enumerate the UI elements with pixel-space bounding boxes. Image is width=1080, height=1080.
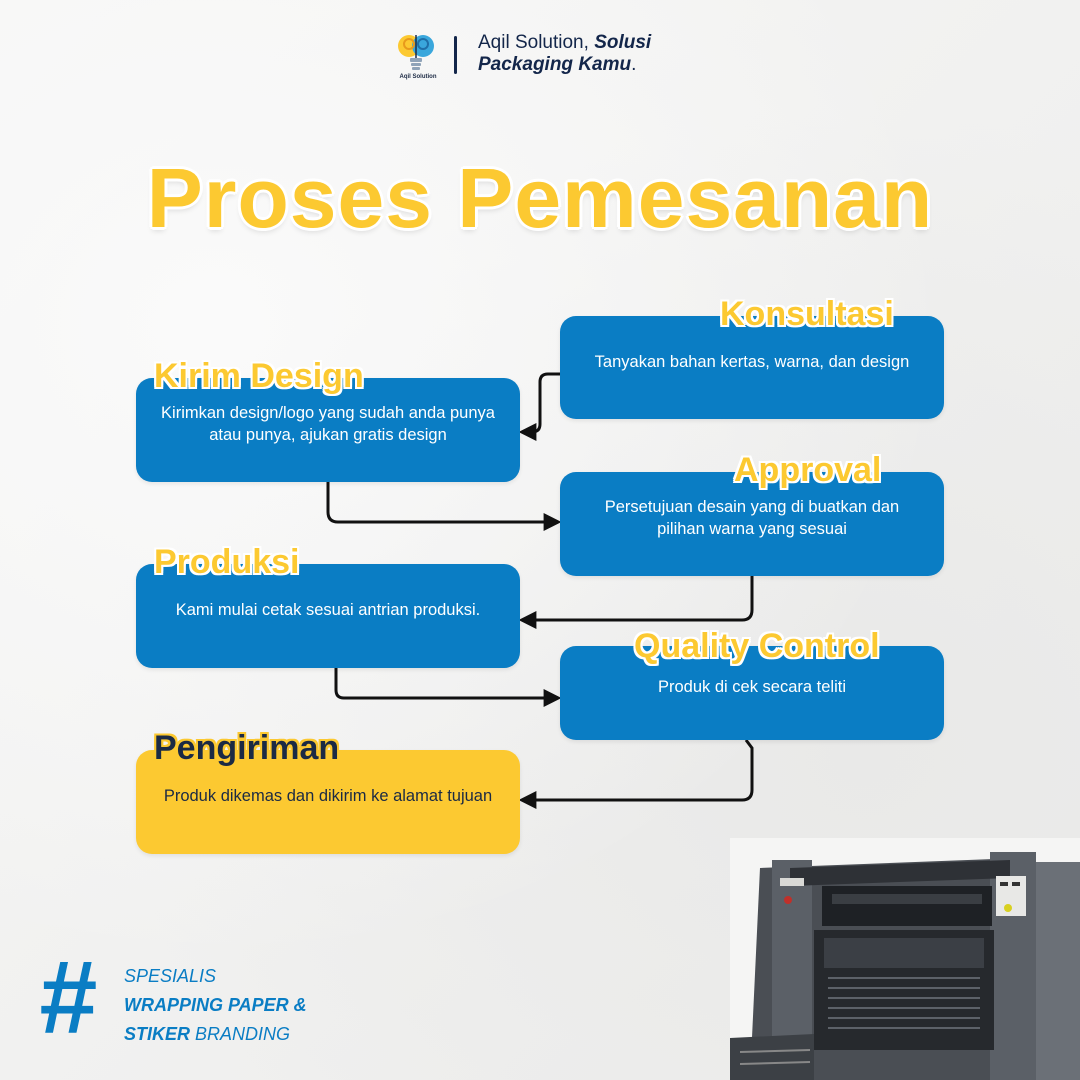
step-box-konsultasi: Tanyakan bahan kertas, warna, dan design: [560, 316, 944, 419]
step-label-konsultasi: Konsultasi: [720, 295, 894, 333]
tagline-bold-1: Solusi: [594, 32, 652, 53]
specialist-line-3-bold: STIKER: [124, 1024, 191, 1044]
logo-text: Aqil Solution: [399, 74, 437, 80]
lightbulb-brain-icon: [398, 35, 434, 70]
step-description: Kami mulai cetak sesuai antrian produksi…: [175, 601, 481, 619]
step-box-quality-control: Produk di cek secara teliti: [560, 646, 944, 740]
brand-header: Aqil Solution Aqil Solution, Solusi Pack…: [396, 28, 696, 88]
step-label-approval: Approval: [734, 451, 882, 489]
printing-machine-photo: [730, 838, 1080, 1080]
specialist-line-2: WRAPPING PAPER &: [124, 995, 307, 1015]
step-box-produksi: Kami mulai cetak sesuai antrian produksi…: [136, 564, 520, 668]
tagline-end: .: [631, 54, 637, 75]
tagline-plain: Aqil Solution,: [478, 32, 595, 53]
tagline-bold-2: Packaging Kamu: [478, 54, 632, 75]
step-description: Kirimkan design/logo yang sudah anda pun…: [161, 404, 495, 444]
brand-tagline: Aqil Solution, Solusi Packaging Kamu.: [478, 32, 651, 76]
step-label-quality-control: Quality Control: [634, 627, 880, 665]
step-description: Produk di cek secara teliti: [657, 678, 846, 696]
step-description: Tanyakan bahan kertas, warna, dan design: [594, 352, 910, 371]
step-description: Produk dikemas dan dikirim ke alamat tuj…: [163, 787, 493, 805]
step-box-pengiriman: Produk dikemas dan dikirim ke alamat tuj…: [136, 750, 520, 854]
step-label-kirim-design: Kirim Design: [154, 357, 364, 395]
step-description: Persetujuan desain yang di buatkan dan p…: [604, 498, 900, 538]
specialist-line-1: SPESIALIS: [124, 966, 217, 986]
step-box-kirim-design: Kirimkan design/logo yang sudah anda pun…: [136, 378, 520, 482]
specialist-line-3-rest: BRANDING: [190, 1024, 291, 1044]
step-label-pengiriman: Pengiriman: [154, 729, 340, 767]
header-divider: [454, 36, 457, 74]
step-box-approval: Persetujuan desain yang di buatkan dan p…: [560, 472, 944, 576]
step-label-produksi: Produksi: [154, 543, 300, 581]
specialist-text: SPESIALIS WRAPPING PAPER & STIKER BRANDI…: [124, 962, 307, 1049]
hashtag-icon: #: [38, 940, 96, 1056]
page-title: Proses Pemesanan: [146, 151, 934, 245]
